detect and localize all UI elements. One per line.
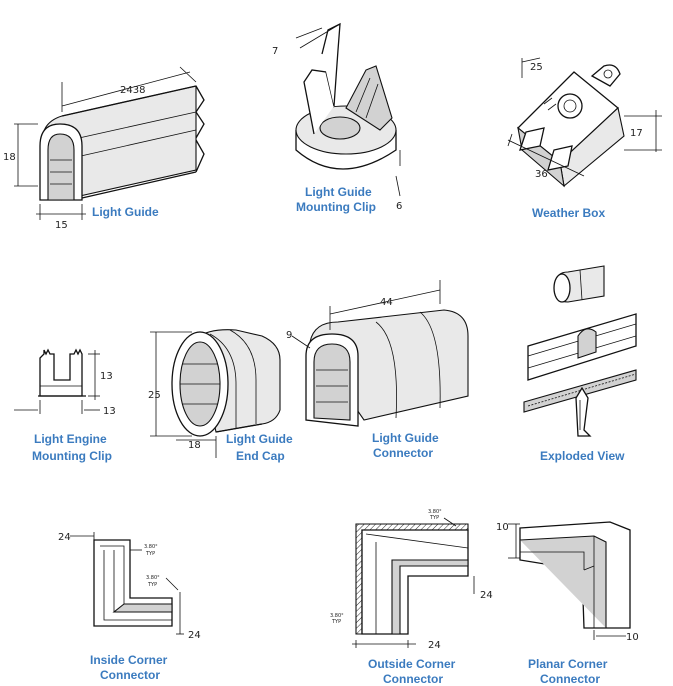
light-guide-caption: Light Guide (92, 205, 159, 219)
engine-clip-drawing (14, 348, 100, 414)
outside-corner-side-dim: 24 (480, 590, 493, 601)
planar-corner-drawing (508, 521, 631, 640)
end-cap-width-dim: 18 (188, 440, 201, 451)
outside-corner-note2: 3.80° (330, 613, 344, 619)
inside-corner-note2: 3.80° (146, 575, 160, 581)
engine-clip-caption-line1: Light Engine (34, 432, 107, 446)
weather-box-depth-dim: 36 (535, 169, 548, 180)
weather-box-height-dim: 17 (630, 128, 643, 139)
weather-box-caption: Weather Box (532, 206, 605, 220)
connector-caption-line1: Light Guide (372, 431, 439, 445)
end-cap-caption-line1: Light Guide (226, 432, 293, 446)
engine-clip-caption-line2: Mounting Clip (32, 449, 112, 463)
mounting-clip-top-dim: 7 (272, 46, 278, 57)
planar-corner-top-dim: 10 (496, 522, 509, 533)
outside-corner-caption-line2: Connector (383, 672, 443, 686)
inside-corner-note1: 3.80° (144, 544, 158, 550)
outside-corner-note1-typ: TYP (429, 515, 439, 521)
inside-corner-drawing (70, 532, 184, 635)
outside-corner-drawing (352, 517, 475, 648)
outside-corner-note1: 3.80° (428, 509, 442, 515)
connector-length-dim: 44 (380, 297, 393, 308)
planar-corner-bottom-dim: 10 (626, 632, 639, 643)
connector-caption-line2: Connector (373, 446, 433, 460)
outside-corner-note2-typ: TYP (331, 619, 341, 625)
mounting-clip-drawing (295, 22, 401, 197)
inside-corner-caption-line1: Inside Corner (90, 653, 168, 667)
inside-corner-top-dim: 24 (58, 532, 71, 543)
light-guide-width-dim: 15 (55, 220, 68, 231)
planar-corner-caption-line2: Connector (540, 672, 600, 686)
end-cap-height-dim: 25 (148, 390, 161, 401)
outside-corner-bottom-dim: 24 (428, 640, 441, 651)
connector-drawing (291, 280, 469, 427)
inside-corner-caption-line2: Connector (100, 668, 160, 682)
engine-clip-height-dim: 13 (100, 371, 113, 382)
end-cap-drawing (150, 329, 281, 458)
light-guide-height-dim: 18 (3, 152, 16, 163)
connector-lip-dim: 9 (286, 330, 292, 341)
engine-clip-width-dim: 13 (103, 406, 116, 417)
mounting-clip-caption-line2: Mounting Clip (296, 200, 376, 214)
end-cap-caption-line2: End Cap (236, 449, 285, 463)
exploded-view-drawing (523, 265, 637, 437)
light-guide-drawing (14, 66, 205, 220)
mounting-clip-height-dim: 6 (396, 201, 402, 212)
inside-corner-note1-typ: TYP (145, 551, 155, 557)
planar-corner-caption-line1: Planar Corner (528, 657, 608, 671)
weather-box-drawing (507, 57, 662, 188)
inside-corner-side-dim: 24 (188, 630, 201, 641)
outside-corner-caption-line1: Outside Corner (368, 657, 456, 671)
exploded-view-caption: Exploded View (540, 449, 625, 463)
inside-corner-note2-typ: TYP (147, 582, 157, 588)
mounting-clip-caption-line1: Light Guide (305, 185, 372, 199)
weather-box-width-dim: 25 (530, 62, 543, 73)
light-guide-length-dim: 2438 (120, 85, 145, 96)
